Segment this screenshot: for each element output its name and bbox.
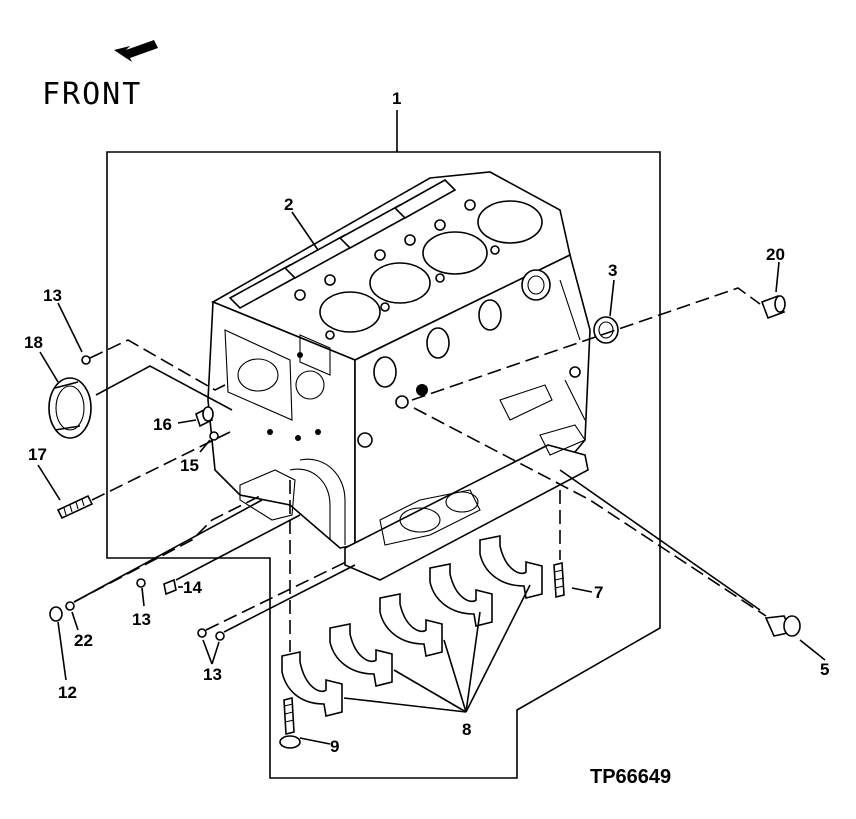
part-9-cap-bolt (279, 696, 301, 749)
leader-3 (609, 279, 615, 317)
part-20-plug (760, 294, 786, 320)
callout-20: 20 (766, 245, 785, 264)
centerline-17 (91, 431, 231, 501)
callout-12: 12 (58, 683, 77, 702)
part-13-dowel-pin-lower-a (197, 628, 207, 638)
callout-16: 16 (153, 415, 172, 434)
callout-3: 3 (608, 261, 617, 280)
figure-id: TP66649 (590, 766, 671, 788)
cylinder-block (207, 171, 591, 581)
callout-9: 9 (330, 737, 339, 756)
centerline-13-upper (89, 339, 226, 391)
leader-13-lower (202, 639, 213, 665)
leader-9 (299, 737, 331, 745)
callout-18: 18 (24, 333, 43, 352)
leader-22 (71, 611, 79, 631)
leader-20 (775, 261, 780, 293)
leader-5 (799, 639, 826, 661)
part-15-ring (209, 431, 219, 441)
callout-13-upper: 13 (43, 286, 62, 305)
callout-17: 17 (28, 445, 47, 464)
leader-7 (571, 587, 593, 593)
callout-2: 2 (284, 195, 293, 214)
leader-12 (57, 621, 67, 681)
leader-2 (291, 211, 319, 251)
leader-18 (39, 351, 59, 383)
callout-8: 8 (462, 720, 471, 739)
centerline-20 (411, 287, 761, 401)
callout-14: 14 (183, 578, 202, 597)
part-13-dowel-pin-upper (81, 355, 91, 365)
leader-8 (343, 584, 531, 713)
part-17-stud (56, 494, 94, 520)
part-13-dowel-pin-lower-b (215, 631, 225, 641)
leader-16 (177, 419, 197, 424)
part-5-drain-plug (764, 615, 801, 637)
callout-1: 1 (392, 89, 401, 108)
part-8-main-bearing-caps (281, 535, 543, 717)
part-14-plug (163, 578, 177, 596)
part-13-dowel-pin-middle (136, 578, 146, 588)
leader-17 (37, 464, 61, 501)
callout-13-middle: 13 (132, 610, 151, 629)
kit-boundary-outline (106, 150, 661, 779)
callout-15: 15 (180, 456, 199, 475)
part-12-plug (49, 606, 63, 622)
callout-5: 5 (820, 660, 829, 679)
callout-13-lower: 13 (203, 665, 222, 684)
callout-22: 22 (74, 631, 93, 650)
front-direction-arrow-icon (114, 40, 158, 62)
front-label: FRONT (42, 77, 142, 112)
part-16-bushing (195, 406, 214, 428)
centerline-5 (413, 407, 767, 617)
part-18-rear-seal (48, 377, 92, 439)
callout-7: 7 (594, 583, 603, 602)
leader-13-upper (57, 302, 83, 353)
leader-13-middle (141, 587, 145, 607)
part-7-stud (553, 561, 565, 599)
part-3-seal-ring (593, 316, 619, 344)
part-22-o-ring (65, 601, 75, 611)
